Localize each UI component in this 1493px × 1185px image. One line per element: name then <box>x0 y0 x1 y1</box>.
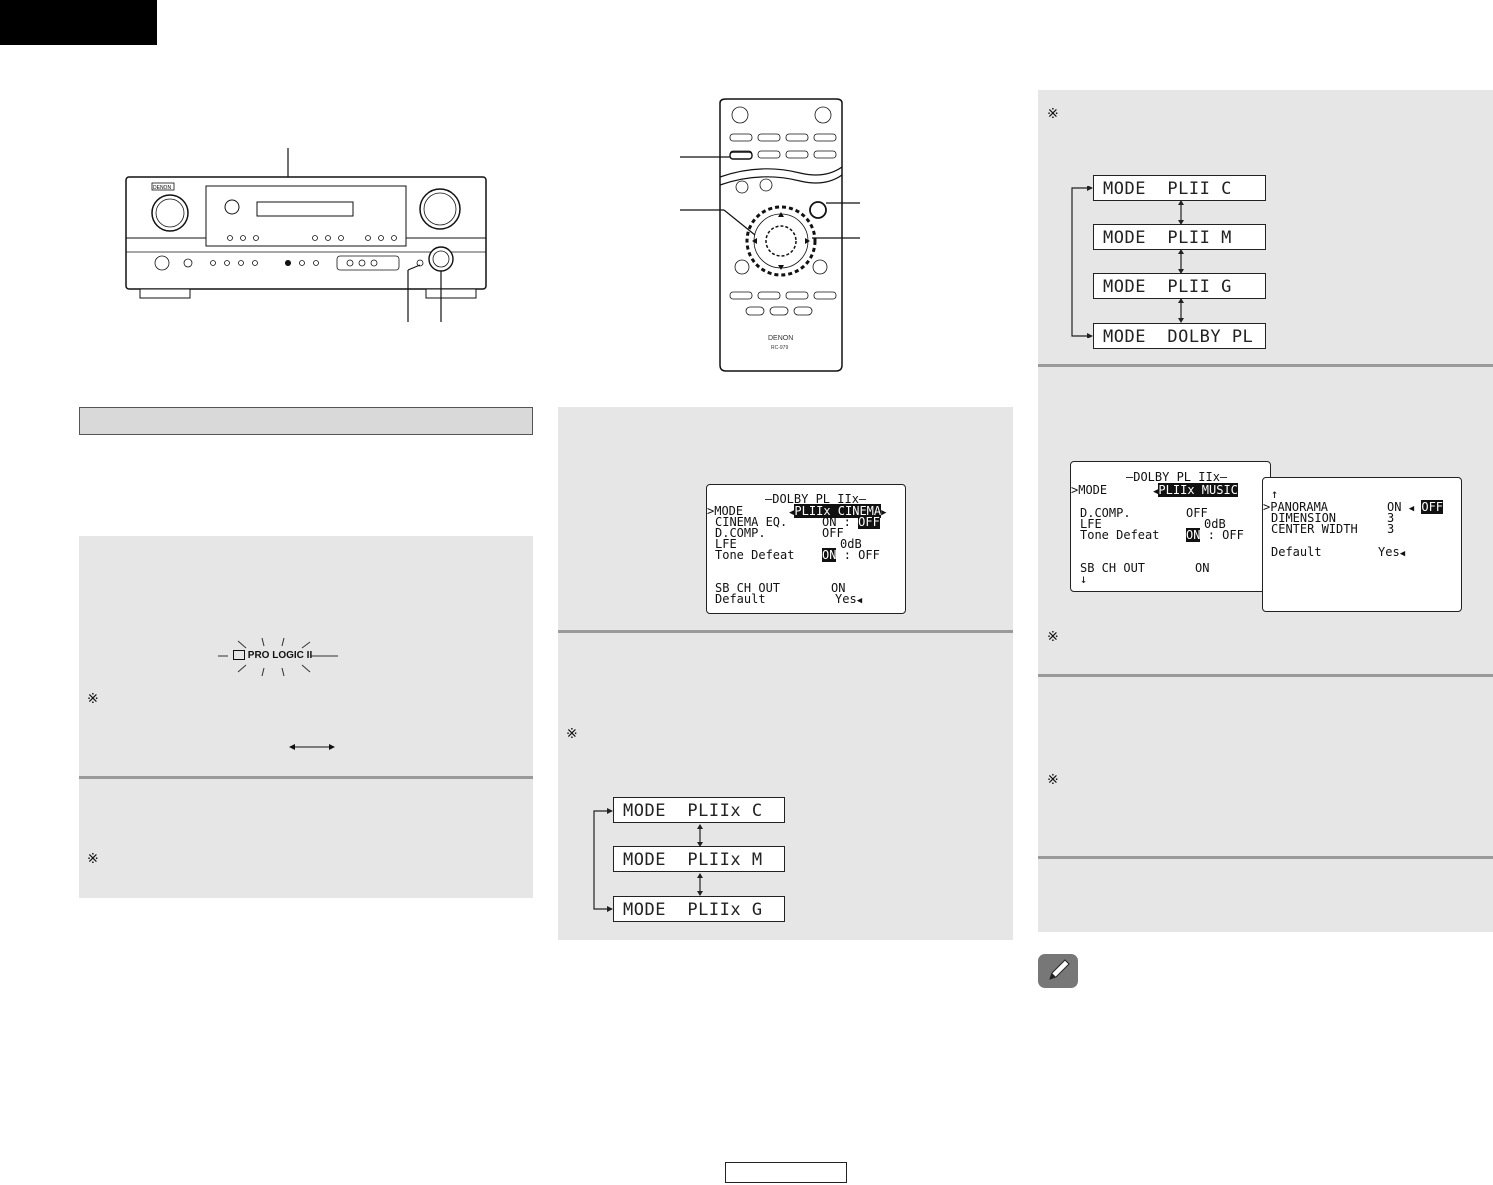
note-mark-3: ※ <box>566 725 578 741</box>
osd-default-label-2: Default <box>1271 545 1322 559</box>
right-triangle-icon: ▶ <box>881 508 887 518</box>
note-mark-1: ※ <box>87 690 99 706</box>
osd-lfe-label-2: LFE <box>1080 517 1102 531</box>
osd-mode-label: >MODE <box>707 504 744 518</box>
osd-dcomp-value: OFF <box>822 526 844 540</box>
left-triangle-icon: ◀ <box>1408 504 1415 514</box>
osd-panorama-on: ON <box>1387 500 1402 514</box>
step-divider-2 <box>558 630 1013 633</box>
language-tab <box>0 0 157 45</box>
osd-cinema-eq-label: CINEMA EQ. <box>715 515 788 529</box>
osd-lfe-label: LFE <box>715 537 737 551</box>
mode-cycle-arrows-center <box>593 808 703 912</box>
osd-sbch-value: ON <box>831 581 846 595</box>
pencil-icon <box>1038 954 1078 988</box>
osd-default-label: Default <box>715 592 766 606</box>
mode-box-plIIx-c: MODE PLIIx C <box>613 797 785 823</box>
osd-tone-off-2: : OFF <box>1207 528 1244 542</box>
osd-music-parameters: ↑ >PANORAMA ON ◀ OFF DIMENSION 3 CENTER … <box>1262 477 1462 612</box>
osd-center-width-label: CENTER WIDTH <box>1271 522 1358 536</box>
osd-sbch-label-2: SB CH OUT <box>1080 561 1146 575</box>
osd-tone-on-2: ON <box>1186 528 1201 542</box>
remote-brand: DENON <box>768 335 793 342</box>
mode-box-plII-c: MODE PLII C <box>1093 175 1266 201</box>
osd-down-arrow-icon: ↓ <box>1080 572 1088 586</box>
osd-dimension-value: 3 <box>1387 511 1395 525</box>
note-mark-6: ※ <box>1047 771 1059 787</box>
osd-default-value-2: Yes <box>1378 545 1400 559</box>
osd-dcomp-value-2: OFF <box>1186 506 1208 520</box>
step-box-8 <box>1038 859 1493 932</box>
osd-mode-label-2: >MODE <box>1071 483 1108 497</box>
receiver-illustration: DENON <box>125 148 487 322</box>
osd-tone-label-2: Tone Defeat <box>1080 528 1160 542</box>
left-triangle-icon: ◀ <box>1153 487 1159 497</box>
step-box-7 <box>1038 677 1493 856</box>
step-divider-1 <box>79 776 533 779</box>
pro-logic-label: PRO LOGIC II <box>247 650 313 661</box>
step-divider-4 <box>1038 674 1493 677</box>
osd-dcomp-label-2: D.COMP. <box>1080 506 1131 520</box>
osd-tone-off: : OFF <box>843 548 880 562</box>
note-mark-2: ※ <box>87 850 99 866</box>
remote-model: RC-979 <box>771 345 788 351</box>
osd-tone-label: Tone Defeat <box>715 548 795 562</box>
mode-box-plIIx-g: MODE PLIIx G <box>613 896 785 922</box>
osd-panorama-label: >PANORAMA <box>1263 500 1329 514</box>
left-triangle-icon: ◀ <box>856 596 863 606</box>
section-heading-bar <box>79 407 533 435</box>
osd-sbch-label: SB CH OUT <box>715 581 781 595</box>
note-mark-5: ※ <box>1047 628 1059 644</box>
osd-tone-on: ON <box>822 548 837 562</box>
step-box-1 <box>79 536 533 776</box>
osd-dolby-pl-cinema: –DOLBY PL IIx– >MODE ◀PLIIx CINEMA▶ CINE… <box>706 484 906 614</box>
mode-box-dolby-pl: MODE DOLBY PL <box>1093 323 1266 349</box>
osd-up-arrow-icon: ↑ <box>1271 487 1279 501</box>
osd-title: –DOLBY PL IIx– <box>765 492 867 506</box>
osd-mode-value: PLIIx CINEMA <box>794 504 882 518</box>
step-box-4 <box>558 633 1013 940</box>
mode-box-plII-m: MODE PLII M <box>1093 224 1266 250</box>
mode-cycle-arrows-right <box>1071 186 1184 338</box>
osd-cinema-eq-off: OFF <box>858 515 880 529</box>
osd-dolby-pl-music: –DOLBY PL IIx– >MODE ◀PLIIx MUSIC D.COMP… <box>1070 461 1271 592</box>
left-triangle-icon: ◀ <box>789 508 795 518</box>
osd-lfe-value: 0dB <box>840 537 862 551</box>
osd-lfe-value-2: 0dB <box>1204 517 1226 531</box>
osd-panorama-off: OFF <box>1421 500 1444 514</box>
mode-box-plII-g: MODE PLII G <box>1093 273 1266 299</box>
step-divider-3 <box>1038 364 1493 367</box>
double-arrow-icon <box>289 744 335 750</box>
step-divider-5 <box>1038 856 1493 859</box>
osd-dcomp-label: D.COMP. <box>715 526 766 540</box>
osd-sbch-value-2: ON <box>1195 561 1210 575</box>
page-number-box <box>725 1162 847 1183</box>
dolby-dd-icon <box>233 650 245 661</box>
osd-title-2: –DOLBY PL IIx– <box>1126 470 1228 484</box>
pro-logic-indicator: PRO LOGIC II <box>216 636 346 680</box>
remote-illustration: DENON RC-979 <box>680 98 860 372</box>
osd-mode-value-2: PLIIx MUSIC <box>1158 483 1238 497</box>
left-triangle-icon: ◀ <box>1399 549 1406 559</box>
mode-box-plIIx-m: MODE PLIIx M <box>613 846 785 872</box>
receiver-brand: DENON <box>153 185 171 191</box>
osd-cinema-eq-on: ON : <box>822 515 851 529</box>
osd-dimension-label: DIMENSION <box>1271 511 1337 525</box>
osd-default-value: Yes <box>835 592 857 606</box>
step-box-2 <box>79 779 533 898</box>
note-mark-4: ※ <box>1047 105 1059 121</box>
osd-center-width-value: 3 <box>1387 522 1395 536</box>
